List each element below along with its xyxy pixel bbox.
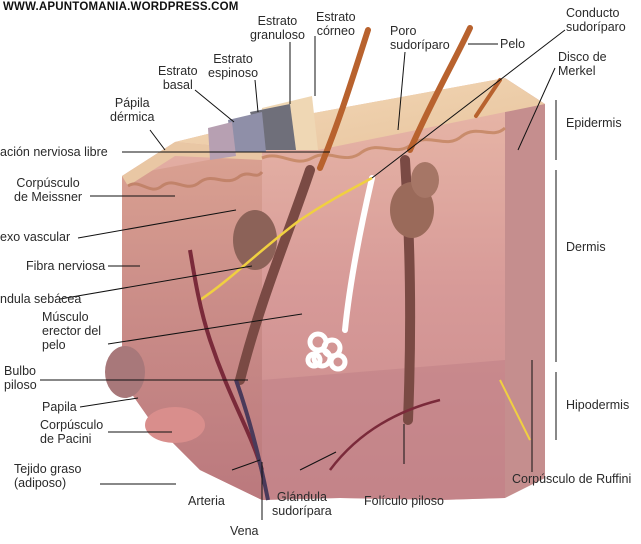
label-line: Bulbo <box>4 364 36 378</box>
label-epidermis: Epidermis <box>566 116 622 130</box>
label-line: (adiposo) <box>14 476 67 490</box>
label-line: Pápila <box>114 96 150 110</box>
label-line: sudoríparo <box>566 20 626 34</box>
label-line: Corpúsculo <box>40 418 104 432</box>
leader-merkel <box>517 67 556 151</box>
label-line: dérmica <box>110 110 155 124</box>
artery <box>188 249 264 471</box>
leader-plexo <box>77 209 237 239</box>
label-fibra-nerviosa: Fibra nerviosa <box>26 259 106 273</box>
leader-sebacea <box>59 265 253 300</box>
label-estrato-espinoso: Estrato espinoso <box>208 52 258 80</box>
label-corpusculo-meissner: Corpúsculo de Meissner <box>14 176 82 204</box>
bulbo-piloso-shape <box>105 346 145 398</box>
label-dermis: Dermis <box>566 240 606 254</box>
label-line: Merkel <box>558 64 596 78</box>
hypodermis-region <box>262 360 505 500</box>
label-line: Tejido graso <box>14 462 82 476</box>
label-line: piloso <box>4 378 37 392</box>
leader-conducto <box>371 29 566 179</box>
label-line: sudorípara <box>272 504 332 518</box>
label-line: Estrato <box>257 14 298 28</box>
leader-lines <box>40 29 566 520</box>
label-bulbo-piloso: Bulbo piloso <box>4 364 37 392</box>
label-line: Estrato <box>213 52 253 66</box>
label-glandula-sebacea: ndula sebácea <box>0 292 82 306</box>
dermal-papillae-edge <box>261 126 507 163</box>
label-plexo-vascular: exo vascular <box>0 230 71 244</box>
vessel-branch <box>329 398 441 471</box>
block-front-face <box>122 150 262 500</box>
leader-glandula <box>299 451 337 471</box>
label-terminacion-nerviosa: ación nerviosa libre <box>0 145 108 159</box>
label-disco-merkel: Disco de Merkel <box>558 50 607 78</box>
label-arteria: Arteria <box>188 494 225 508</box>
label-line: Glándula <box>276 490 327 504</box>
label-line: basal <box>162 78 193 92</box>
nerve-fiber <box>199 176 373 302</box>
sweat-gland <box>305 175 375 372</box>
sweat-duct <box>342 175 375 333</box>
label-line: Corpúsculo <box>16 176 80 190</box>
leader-papila <box>79 397 139 408</box>
label-line: granuloso <box>250 28 305 42</box>
watermark: WWW.APUNTOMANIA.WORDPRESS.COM <box>3 1 239 13</box>
label-line: Músculo <box>42 310 89 324</box>
vessels-nerves <box>188 176 531 501</box>
label-papila: Papila <box>42 400 77 414</box>
label-glandula-sudoripara: Glándula sudorípara <box>272 490 332 518</box>
label-line: de Meissner <box>14 190 83 204</box>
label-line: sudoríparo <box>390 38 450 52</box>
label-line: Poro <box>390 24 417 38</box>
sweat-gland-coil <box>305 331 348 372</box>
label-poro-sudoriparo: Poro sudoríparo <box>390 24 450 52</box>
leader-espinoso <box>254 79 259 113</box>
label-papila-dermica: Pápila dérmica <box>110 96 154 124</box>
leader-musculo <box>107 313 303 345</box>
front-papillae-edge <box>127 170 264 191</box>
label-line: erector del <box>42 324 102 338</box>
sebaceous-gland-shape <box>233 210 277 270</box>
ruffini-nerve <box>499 379 531 441</box>
leader-poro <box>397 51 406 131</box>
label-estrato-granuloso: Estrato granuloso <box>250 14 305 42</box>
hairs <box>317 25 502 171</box>
label-pelo: Pelo <box>500 37 526 51</box>
label-foliculo-piloso: Folículo piloso <box>364 494 444 508</box>
leader-basal <box>194 89 235 123</box>
label-line: espinoso <box>208 66 259 80</box>
label-line: de Pacini <box>40 432 92 446</box>
label-conducto-sudoriparo: Conducto sudoríparo <box>566 6 626 34</box>
hair-right <box>407 25 473 153</box>
sebaceous-gland-right-2 <box>411 162 439 198</box>
follicle-left <box>235 165 315 385</box>
label-line: Estrato <box>316 10 356 24</box>
estrato-basal-band <box>208 122 236 160</box>
label-vena: Vena <box>230 524 259 538</box>
label-hipodermis: Hipodermis <box>566 398 630 412</box>
pacini-corpuscle-shape <box>145 407 205 443</box>
label-line: Estrato <box>158 64 198 78</box>
label-estrato-basal: Estrato basal <box>158 64 198 92</box>
label-line: pelo <box>42 338 66 352</box>
follicles <box>105 155 439 443</box>
leader-papila-dermica <box>149 129 166 151</box>
label-musculo-erector: Músculo erector del pelo <box>42 310 101 352</box>
label-corpusculo-pacini: Corpúsculo de Pacini <box>40 418 103 446</box>
leader-arteria <box>231 459 261 471</box>
label-corpusculo-ruffini: Corpúsculo de Ruffini <box>512 472 632 486</box>
estrato-espinoso-band <box>228 112 266 152</box>
hair-left <box>317 27 371 171</box>
label-line: Disco de <box>558 50 607 64</box>
vein <box>234 379 270 501</box>
label-line: Conducto <box>566 6 620 20</box>
label-line: córneo <box>316 24 355 38</box>
hair-far-right <box>474 78 502 118</box>
label-estrato-corneo: Estrato córneo <box>316 10 356 38</box>
label-tejido-graso: Tejido graso (adiposo) <box>14 462 81 490</box>
block-side-face <box>505 78 545 498</box>
